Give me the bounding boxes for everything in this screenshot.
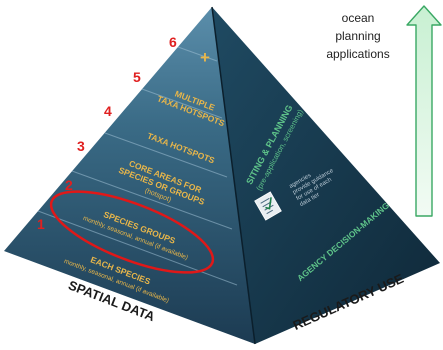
left-face bbox=[4, 7, 255, 344]
up-arrow bbox=[406, 5, 442, 217]
callout-line-1: ocean bbox=[342, 11, 375, 25]
right-face bbox=[212, 7, 440, 344]
tier-number-6: 6 bbox=[169, 34, 177, 50]
callout-box bbox=[306, 4, 412, 70]
tier-dividers bbox=[37, 46, 238, 286]
document-icon bbox=[254, 191, 282, 221]
callout-line-3: applications bbox=[326, 47, 389, 61]
tier-number-4: 4 bbox=[104, 103, 112, 119]
tier-number-3: 3 bbox=[77, 138, 85, 154]
tier-number-2: 2 bbox=[65, 177, 73, 193]
tier-number-1: 1 bbox=[37, 216, 45, 232]
highlight-ellipse bbox=[49, 190, 215, 274]
callout-line-2: planning bbox=[335, 29, 380, 43]
tier-number-5: 5 bbox=[133, 69, 141, 85]
pyramid-edge bbox=[211, 6, 256, 345]
tier-6-plus: + bbox=[200, 48, 210, 67]
